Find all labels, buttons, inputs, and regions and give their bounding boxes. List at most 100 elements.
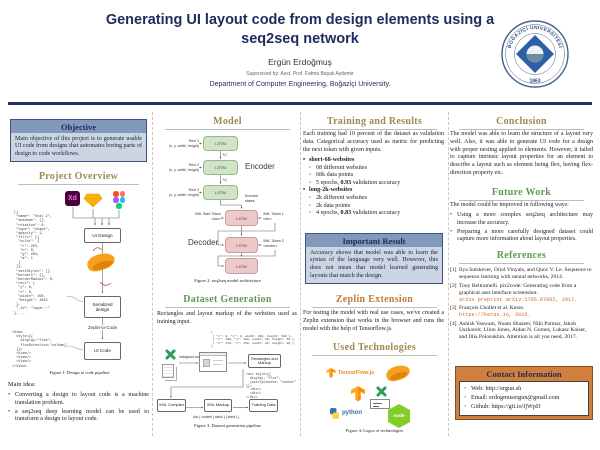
- reference-2-link: arXiv preprint arXiv:1705.07962, 2017.: [459, 296, 578, 303]
- nodejs-icon: node: [388, 404, 410, 428]
- section-dataset-generation: Dataset Generation: [155, 294, 300, 308]
- important-result-box: Important Result Accuracy shows that mod…: [305, 233, 443, 285]
- rects-code: [ { "x": 0, "y": 0, width: 200, height: …: [211, 331, 296, 349]
- reference-2: [2] Tony Beltramelli. pix2code: Generati…: [450, 283, 593, 303]
- contact-inner: Web: http://ergun.sh Email: erdogmusergu…: [459, 381, 589, 416]
- group-1-item-1: 68 different websites: [303, 165, 444, 173]
- encoder-lstm-1: LSTM: [203, 136, 238, 151]
- node-ui-code: UI Code: [84, 342, 121, 360]
- group-2-item-1: 2k different websites: [303, 195, 444, 203]
- title-line-1: Generating UI layout code from design el…: [105, 12, 495, 28]
- contact-info-box: Contact Information Web: http://ergun.sh…: [455, 366, 593, 420]
- objective-body: Main objective of this project is to gen…: [15, 135, 142, 158]
- puppeteer-icon: [374, 385, 388, 398]
- section-training-results: Training and Results: [302, 116, 447, 130]
- important-result-title: Important Result: [306, 234, 442, 247]
- group-1-accuracy: 5 epochs, 0.93 validation accuracy: [303, 180, 444, 188]
- section-project-overview: Project Overview: [8, 171, 149, 185]
- column-separator-2: [300, 112, 301, 436]
- section-used-technologies: Used Technologies: [302, 342, 447, 356]
- section-model: Model: [155, 116, 300, 130]
- reference-1: [1] Ilya Sutskever, Oriol Vinyals, and Q…: [450, 267, 592, 280]
- decoder-label: Decoder: [188, 238, 219, 247]
- important-result-body: Accuracy shows that model was able to le…: [310, 249, 438, 279]
- tensorflowjs-icon: [326, 368, 336, 378]
- tensorflowjs-label: TensorFlow.js: [338, 369, 375, 376]
- section-conclusion: Conclusion: [449, 116, 594, 130]
- future-work-bullet-1: Using a more complex seq2seq architectur…: [450, 212, 593, 227]
- node-ui-design: UI Design: [84, 228, 121, 243]
- reference-3-link: https://keras.io, 2015.: [459, 312, 531, 319]
- group-2-accuracy: 4 epochs, 0.83 validation accuracy: [303, 210, 444, 218]
- browser-image-placeholder: [203, 359, 210, 367]
- title-line-2: seq2seq network: [241, 30, 359, 47]
- figure-2-caption: Figure 2: seq2seq model architecture: [194, 278, 261, 283]
- crawled-pages-icon: [162, 364, 174, 378]
- department-line: Department of Computer Engineering, Boğa…: [209, 81, 391, 88]
- node-rects-markup: Rectangles and Markup: [248, 354, 281, 368]
- node-training-data: Training Data: [249, 399, 278, 412]
- hidden-state-2: h2: [223, 176, 227, 182]
- contact-email: Email: erdogmusergun@gmail.com: [464, 394, 584, 403]
- training-paragraph: Each training had 10 percent of the data…: [303, 131, 444, 153]
- encoder-states-label: Encoder states: [245, 194, 259, 203]
- python-icon: [330, 408, 339, 419]
- figma-icon: [113, 191, 126, 209]
- jsx-code: <View style={{ display:"flex", flexDirec…: [12, 331, 67, 369]
- encoder-lstm-2: LSTM: [203, 160, 238, 175]
- main-idea-bullet-2: a seq2seq deep learning model can be use…: [8, 409, 149, 424]
- figure-3-dataset: [ { "x": 0, "y": 0, width: 200, height: …: [155, 330, 300, 434]
- column-separator-3: [448, 112, 449, 436]
- accuracy-value: 0.93: [340, 179, 352, 186]
- dataset-group-1-name: short-68-websites: [309, 157, 355, 163]
- supervisor-line: Supervised by: Asst. Prof. Fatma Başak A…: [246, 71, 354, 77]
- section-zeplin-extension: Zeplin Extension: [302, 294, 447, 308]
- contact-github: Github: https://git.io/fjWpD: [464, 403, 584, 412]
- zeplin-to-code-label: Zeplin-to-Code: [84, 325, 121, 330]
- site-label: instagram.com: [179, 355, 202, 359]
- browser-toolbar: [200, 353, 226, 356]
- node-xml-markup: XML Markup: [204, 399, 232, 412]
- node-serialized-design: Serialized design: [84, 296, 121, 318]
- objective-box: Objective Main objective of this project…: [10, 119, 147, 163]
- group-1-item-2: 68k data points: [303, 172, 444, 180]
- console-icon: [370, 399, 390, 409]
- figure-3-caption: Figure 3: Dataset generation pipeline: [194, 423, 261, 428]
- main-idea-bullet-1: Converting a design to layout code is a …: [8, 392, 149, 407]
- group-2-item-2: 2k data points: [303, 203, 444, 211]
- figure-4-technologies: TensorFlow.js python node Figure 4: Logo…: [302, 358, 447, 436]
- university-seal-logo: BOĞAZİÇİ ÜNİVERSİTESİ 1863: [501, 20, 569, 88]
- node-xml-compiler: XML Compiler: [157, 399, 186, 412]
- header-divider: [8, 102, 592, 105]
- dataset-group-2: long-2k-websites: [303, 187, 444, 195]
- encoder-label: Encoder: [245, 162, 275, 171]
- decoder-lstm-3: LSTM: [225, 258, 258, 274]
- figure-1-pipeline: [{ "name": "Oval 2", "shadows": [], "rot…: [7, 185, 152, 378]
- logo-year: 1863: [529, 79, 540, 85]
- author-name: Ergün Erdoğmuş: [268, 57, 332, 67]
- browser-window-icon: [199, 352, 227, 372]
- figure-3-arrows: [170, 362, 249, 409]
- conclusion-body: The model was able to learn the structur…: [450, 131, 593, 176]
- python-label: python: [342, 410, 362, 416]
- figure-1-arrows: [63, 207, 120, 350]
- main-idea-list: Converting a design to layout code is a …: [8, 392, 149, 425]
- contact-title: Contact Information: [486, 369, 562, 379]
- future-work-list: Using a more complex seq2seq architectur…: [450, 212, 593, 245]
- zeplin-logo: [384, 362, 412, 384]
- poster-title: Generating UI layout code from design el…: [60, 11, 540, 49]
- markup-code: <div style={{ display: "flex", justifyCo…: [246, 372, 296, 400]
- decoder-output-1: XML Token 1 <div>: [263, 212, 284, 221]
- decoder-output-2: XML Token 2 <render>: [263, 239, 284, 248]
- accuracy-value: 0.83: [340, 210, 352, 217]
- future-work-bullet-2: Preparing a more carefully designed data…: [450, 229, 593, 244]
- figure-4-caption: Figure 4: Logos of technologies: [345, 428, 404, 433]
- encoder-input-3: Rect 3 (x, y, width, height): [169, 188, 199, 197]
- adobe-xd-icon: Xd: [65, 191, 80, 206]
- reference-3: [3] François Chollet et al. Keras. https…: [450, 305, 593, 318]
- grammar-sample: doc { content { stack } { stack } }: [193, 415, 240, 419]
- training-results-list: short-68-websites 68 different websites …: [303, 157, 444, 218]
- figure-2-arrows: [199, 142, 276, 267]
- figure-2-model: Rect 1 (x, y, width, height) Rect 2 (x, …: [155, 132, 300, 285]
